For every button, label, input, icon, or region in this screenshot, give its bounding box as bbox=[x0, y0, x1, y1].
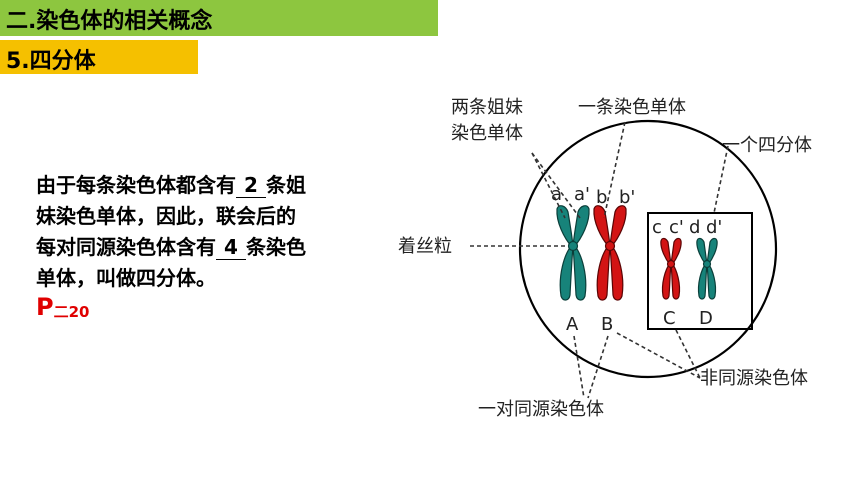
fill-blank-2: 2 bbox=[236, 174, 266, 198]
cell-circle bbox=[518, 119, 778, 379]
centromere-D bbox=[702, 259, 712, 269]
page-reference: P二20 bbox=[36, 293, 89, 321]
label-centromere: 着丝粒 bbox=[398, 236, 452, 257]
centromere-C bbox=[666, 259, 676, 269]
chromosome-C bbox=[660, 237, 682, 300]
chromosome-letter-C: C bbox=[663, 308, 676, 329]
paragraph-text: 条姐 bbox=[266, 173, 306, 197]
page-reference-letter: P bbox=[36, 293, 54, 321]
paragraph-text: 每对同源染色体含有 bbox=[36, 235, 216, 259]
chromatid-letter-b-prime: b' bbox=[619, 187, 636, 208]
chromosome-letter-B: B bbox=[601, 314, 614, 335]
label-non-homologous: 非同源染色体 bbox=[700, 368, 808, 389]
chromosome-B bbox=[593, 205, 627, 301]
section-title-bar: 二.染色体的相关概念 bbox=[0, 0, 438, 36]
centromere-B bbox=[604, 240, 616, 252]
subsection-title: 5.四分体 bbox=[6, 49, 96, 74]
page-reference-number: 二20 bbox=[53, 303, 90, 321]
chromosome-letter-D: D bbox=[699, 308, 713, 329]
chromatid-letter-a-prime: a' bbox=[574, 184, 590, 205]
chromosome-A bbox=[556, 205, 590, 301]
chromatid-letter-d-prime: d' bbox=[706, 217, 723, 238]
centromere-A bbox=[567, 240, 579, 252]
tetrad-box bbox=[647, 212, 753, 330]
leader-lines bbox=[470, 121, 729, 399]
paragraph-line-2: 妹染色单体，因此，联会后的 bbox=[36, 204, 296, 228]
chromatid-letter-d: d bbox=[689, 217, 701, 238]
chromatid-letter-c: c bbox=[652, 217, 662, 238]
label-one-tetrad: 一个四分体 bbox=[722, 135, 812, 156]
label-homologous-pair: 一对同源染色体 bbox=[478, 399, 604, 420]
paragraph-line-4: 单体，叫做四分体。 bbox=[36, 266, 216, 290]
chromosome-D bbox=[696, 237, 718, 300]
label-sister-chromatids-line1: 两条姐妹 bbox=[451, 97, 523, 118]
chromatid-letter-a: a bbox=[551, 184, 563, 205]
label-sister-chromatids-line2: 染色单体 bbox=[451, 123, 523, 144]
paragraph-text: 由于每条染色体都含有 bbox=[36, 173, 236, 197]
fill-blank-4: 4 bbox=[216, 236, 246, 260]
paragraph-text: 条染色 bbox=[246, 235, 306, 259]
label-one-chromatid: 一条染色单体 bbox=[578, 97, 686, 118]
section-title: 二.染色体的相关概念 bbox=[6, 9, 213, 34]
chromatid-letter-b: b bbox=[596, 187, 608, 208]
chromatid-letter-c-prime: c' bbox=[669, 217, 684, 238]
subsection-title-bar: 5.四分体 bbox=[0, 40, 198, 74]
chromosome-letter-A: A bbox=[566, 314, 579, 335]
